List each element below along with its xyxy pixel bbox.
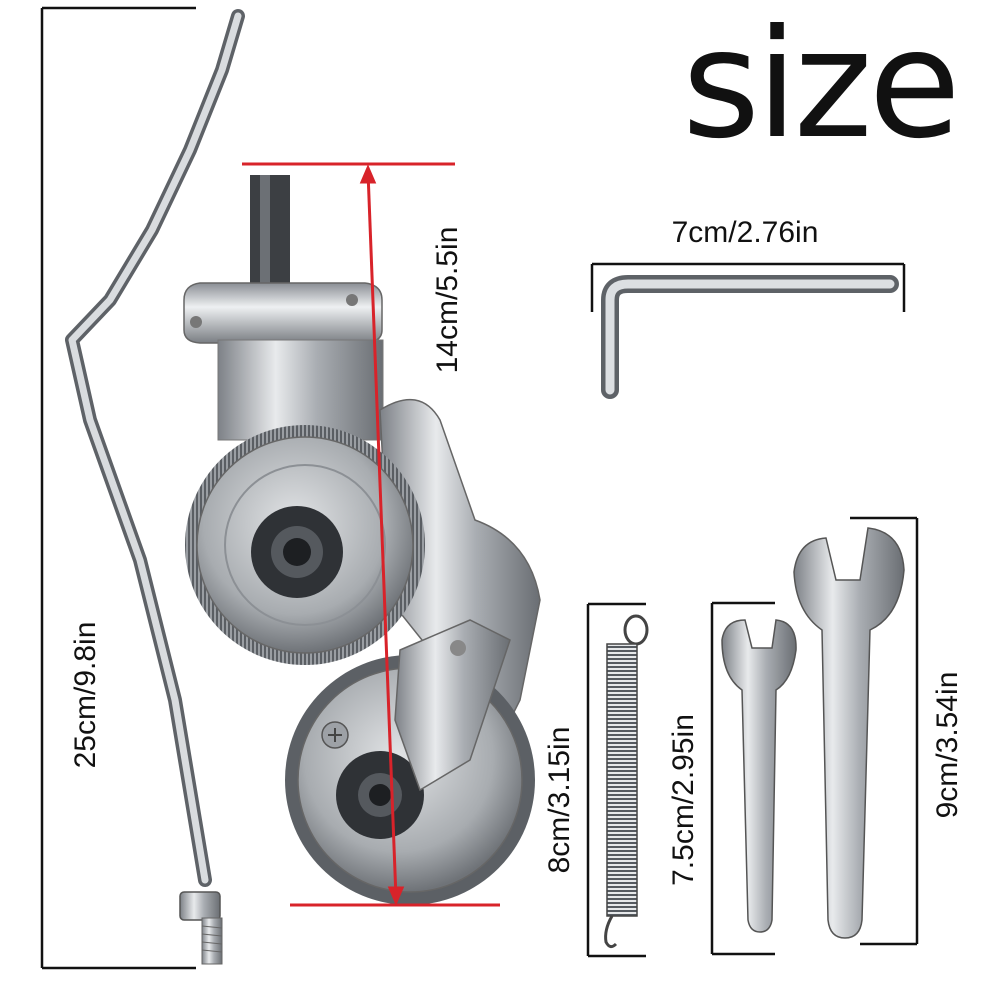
rod-measure-bracket [40,6,196,970]
small-wrench-measure-bracket [710,601,775,956]
hex-key-measure-bracket [590,262,906,312]
rod-icon [65,9,245,965]
spring-icon [604,614,649,949]
small-wrench-icon [721,619,797,933]
large-wrench-measure-bracket [850,516,919,946]
small-wrench-dimension-label: 7.5cm/2.95in [667,714,700,886]
hex-key-icon [601,275,899,399]
cutter-head-icon [183,175,541,905]
hex-key-dimension-label: 7cm/2.76in [671,216,819,249]
cutter-head-measure-lines [242,162,500,907]
page-title: size [682,0,961,172]
large-wrench-dimension-label: 9cm/3.54in [931,671,964,819]
cutter-head-dimension-label: 14cm/5.5in [431,226,464,374]
rod-dimension-label: 25cm/9.8in [69,621,102,769]
large-wrench-icon [793,527,905,939]
spring-measure-bracket [586,602,646,958]
spring-dimension-label: 8cm/3.15in [543,726,576,874]
